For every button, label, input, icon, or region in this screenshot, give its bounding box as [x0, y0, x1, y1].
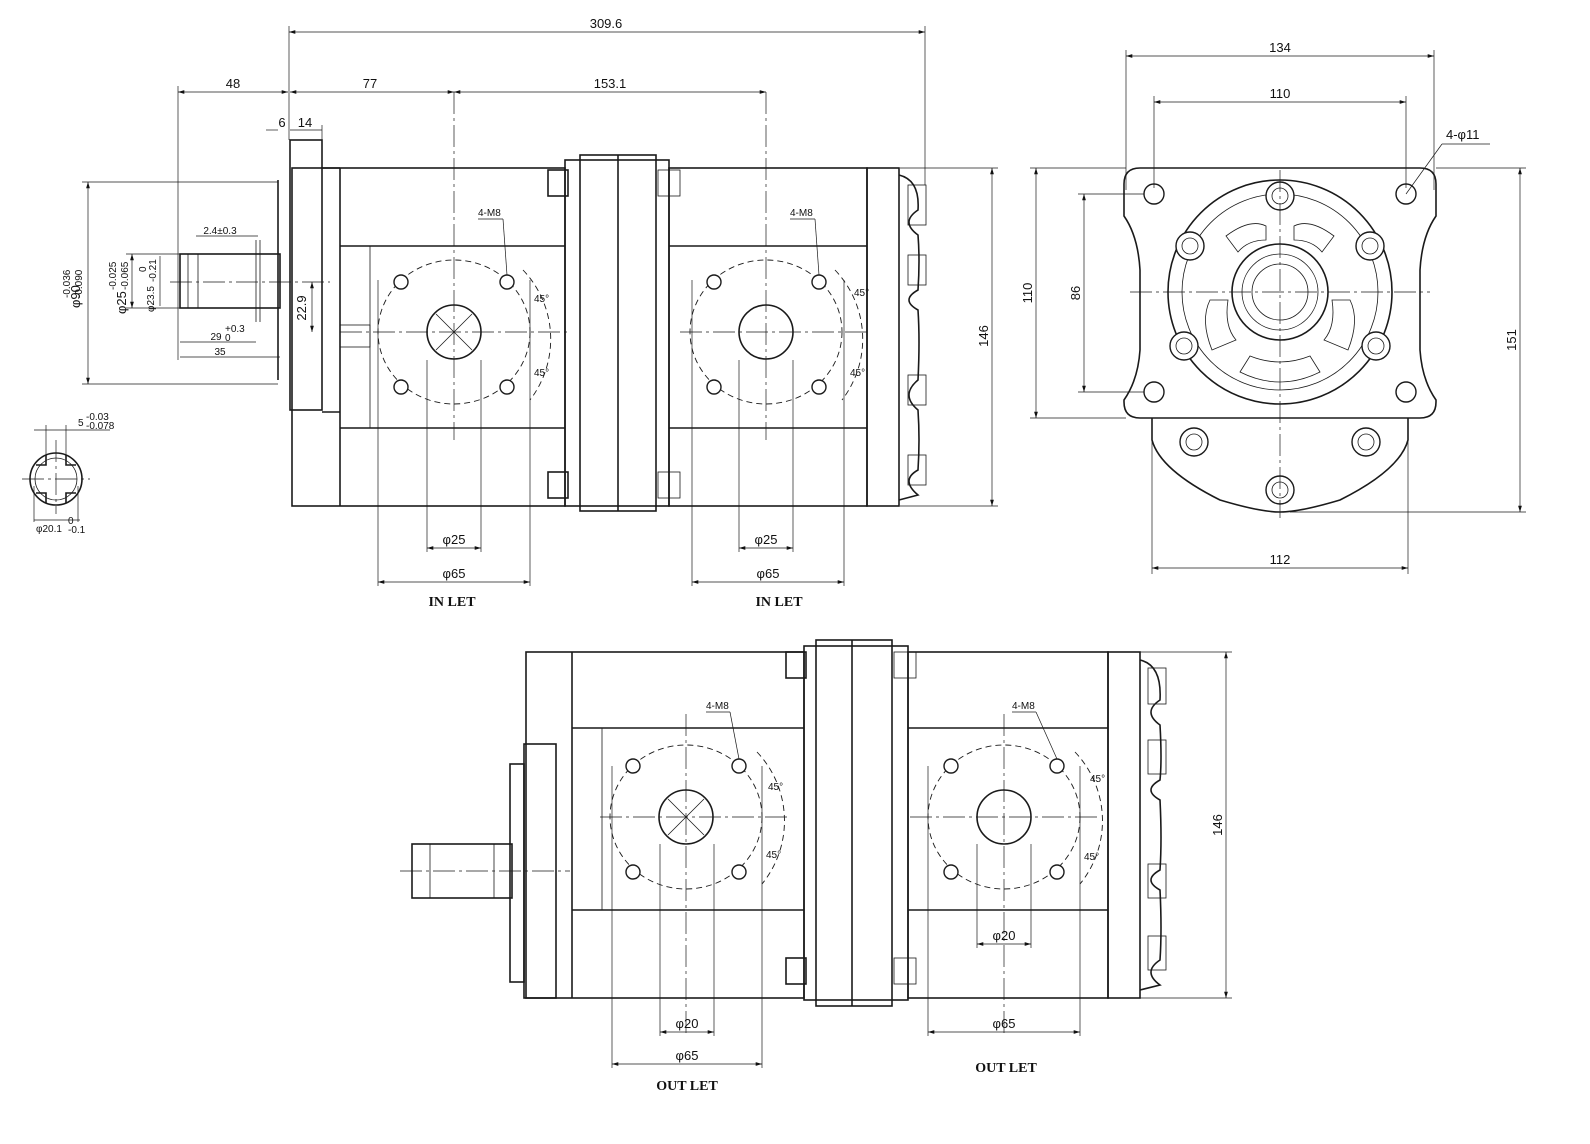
root-diameter-tol2: -0.1 — [68, 525, 86, 536]
end-view: 134 110 4-φ11 110 86 151 112 — [1020, 40, 1526, 574]
dim-height-110: 110 — [1020, 283, 1035, 304]
dim-shaft-diameter: φ25 — [114, 291, 129, 314]
dim-height-151: 151 — [1504, 329, 1519, 351]
flange-diameter-inlet-2: φ65 — [757, 566, 780, 581]
flange-diameter-outlet-1: φ65 — [676, 1048, 699, 1063]
port-diameter-inlet-1: φ25 — [443, 532, 466, 547]
key-width: 5 — [78, 418, 84, 429]
dim-width-112: 112 — [1270, 552, 1291, 567]
outlet-label-2: OUT LET — [975, 1061, 1037, 1076]
dim-spline-tol2: -0.21 — [148, 259, 159, 282]
thread-label-outlet-1: 4-M8 — [706, 701, 729, 712]
port-diameter-outlet-2: φ20 — [993, 928, 1016, 943]
dim-pilot-tol: -0.036 — [62, 269, 73, 298]
outlet-label-1: OUT LET — [656, 1079, 718, 1094]
dim-spline-length-tol2: 0 — [225, 333, 231, 344]
top-view: 309.6 48 77 153.1 6 14 2.4±0.3 29 +0.3 0… — [62, 16, 998, 610]
dim-width-110: 110 — [1270, 86, 1291, 101]
dim-pilot-tol2: -0.090 — [74, 269, 85, 298]
flange-diameter-inlet-1: φ65 — [443, 566, 466, 581]
dim-shaft-length: 48 — [226, 76, 240, 91]
shaft-key-section: 5 -0.03 -0.078 φ20.1 0 -0.1 — [22, 412, 115, 536]
bottom-view: 4-M8 4-M8 45° 45° 45° 45° 146 φ20 φ20 φ6… — [400, 639, 1232, 1094]
angle-label-b1: 45° — [768, 782, 783, 793]
dim-spline-length-tol: +0.3 — [225, 324, 245, 335]
flange-diameter-outlet-2: φ65 — [993, 1016, 1016, 1031]
dim-groove: 2.4±0.3 — [203, 226, 237, 237]
dim-flange-step: 6 — [278, 115, 285, 130]
angle-label-b2: 45° — [766, 850, 781, 861]
angle-label-2: 45° — [534, 368, 549, 379]
dim-to-inlet: 77 — [363, 76, 377, 91]
dim-width-134: 134 — [1269, 40, 1291, 55]
dim-inlet-spacing: 153.1 — [594, 76, 627, 91]
dim-spline-diameter: φ23.5 — [146, 286, 157, 312]
angle-label-3: 45° — [854, 288, 869, 299]
dim-height-86: 86 — [1068, 286, 1083, 300]
port-diameter-outlet-1: φ20 — [676, 1016, 699, 1031]
dim-overall-length: 309.6 — [590, 16, 623, 31]
angle-label-b3: 45° — [1090, 774, 1105, 785]
dim-spline-tol: 0 — [138, 266, 149, 272]
angle-label-1: 45° — [534, 294, 549, 305]
dim-shaft-tol: -0.025 — [108, 261, 119, 290]
port-diameter-inlet-2: φ25 — [755, 532, 778, 547]
dim-shaft-35: 35 — [214, 347, 226, 358]
root-diameter: φ20.1 — [36, 524, 62, 535]
angle-label-b4: 45° — [1084, 852, 1099, 863]
thread-label-inlet-1: 4-M8 — [478, 208, 501, 219]
inlet-label-2: IN LET — [755, 595, 803, 610]
dim-shaft-tol2: -0.065 — [120, 261, 131, 290]
dim-height-top: 146 — [976, 325, 991, 347]
dim-pilot-diameter: φ90 — [68, 285, 83, 308]
dim-hole-callout: 4-φ11 — [1446, 127, 1479, 142]
dim-flange-thickness: 14 — [298, 115, 312, 130]
key-width-tol: -0.03 — [86, 412, 109, 423]
thread-label-inlet-2: 4-M8 — [790, 208, 813, 219]
dim-offset: 22.9 — [294, 295, 309, 320]
inlet-label-1: IN LET — [428, 595, 476, 610]
thread-label-outlet-2: 4-M8 — [1012, 701, 1035, 712]
dim-spline-length: 29 — [210, 332, 222, 343]
dim-height-bottom: 146 — [1210, 814, 1225, 836]
angle-label-4: 45° — [850, 368, 865, 379]
root-diameter-tol: 0 — [68, 516, 74, 527]
key-width-tol2: -0.078 — [86, 421, 115, 432]
